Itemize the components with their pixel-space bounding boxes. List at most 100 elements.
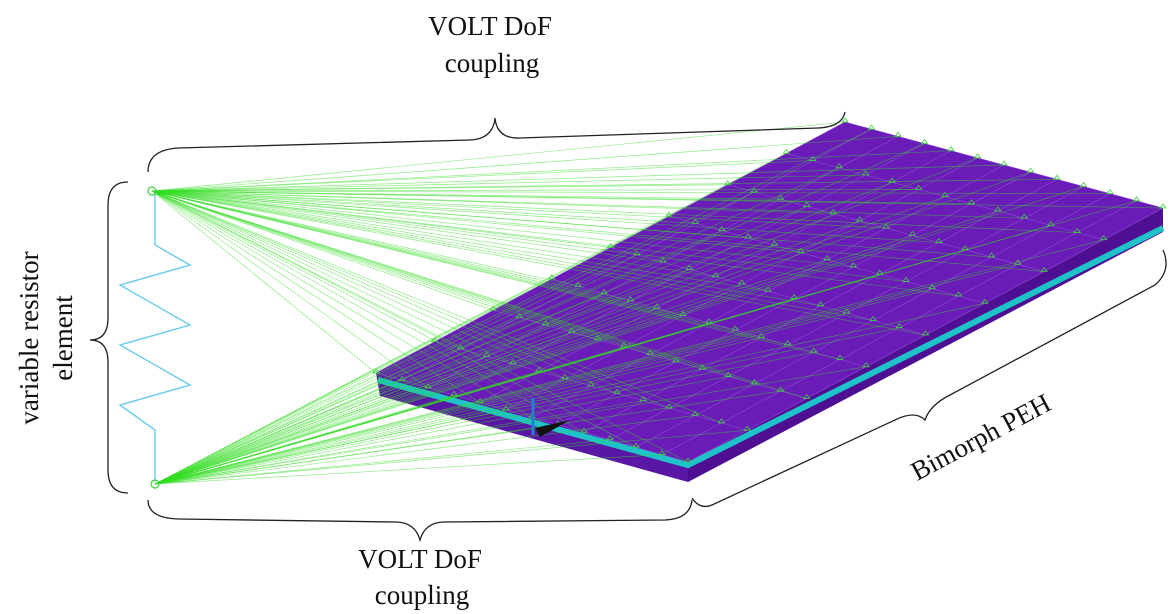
coupling-line <box>151 190 926 336</box>
node-marker <box>823 255 831 261</box>
variable-resistor-element <box>118 192 192 482</box>
node-marker <box>875 269 884 275</box>
node-marker <box>430 336 439 343</box>
top-coupling-label-line1: VOLT DoF <box>428 11 552 41</box>
coupling-line <box>154 439 611 485</box>
node-marker <box>941 191 949 197</box>
coupling-line <box>151 150 952 192</box>
right-bracket <box>691 249 1167 508</box>
coupling-line <box>151 190 696 224</box>
coupling-line <box>154 307 657 485</box>
node-marker <box>967 199 976 205</box>
node-marker <box>705 318 713 324</box>
node-marker <box>672 357 680 363</box>
node-marker <box>398 375 406 381</box>
volt-dof-coupling-lines <box>151 121 1164 485</box>
node-marker <box>659 257 667 263</box>
bottom-bracket <box>147 499 693 543</box>
node-marker <box>606 242 615 248</box>
node-marker <box>1046 220 1055 226</box>
node-marker <box>1079 181 1088 187</box>
node-marker <box>535 366 543 372</box>
node-marker <box>1000 160 1008 166</box>
coupling-line <box>154 244 775 485</box>
node-marker <box>1106 189 1114 195</box>
coupling-line <box>151 190 769 292</box>
node-marker <box>541 320 550 326</box>
node-marker <box>482 351 491 357</box>
node-marker <box>665 211 673 217</box>
coupling-line <box>154 302 985 485</box>
node-marker <box>920 138 929 144</box>
coupling-line <box>154 196 946 485</box>
plate-top-face <box>376 122 1163 462</box>
resistor-label-line1: variable resistor <box>14 251 44 424</box>
node-marker <box>855 216 864 222</box>
coupling-line <box>151 189 919 192</box>
node-marker <box>1053 174 1061 180</box>
coupling-line <box>151 190 801 253</box>
node-marker <box>921 330 930 336</box>
node-marker <box>646 349 654 355</box>
coupling-line <box>154 254 637 485</box>
coupling-line <box>151 190 579 287</box>
peh-label: Bimorph PEH <box>906 388 1056 487</box>
coupling-line <box>151 190 807 399</box>
coupling-line <box>151 190 533 418</box>
node-marker <box>954 291 963 297</box>
node-marker <box>869 315 877 321</box>
resistor-label-line2: element <box>48 295 78 381</box>
coupling-line <box>151 190 1164 209</box>
node-marker <box>882 223 890 229</box>
coupling-line <box>154 390 781 485</box>
node-marker <box>888 177 896 183</box>
coupling-line <box>154 351 814 485</box>
node-marker <box>783 340 792 346</box>
node-marker <box>973 153 982 159</box>
node-marker <box>574 281 582 287</box>
node-marker <box>895 323 904 329</box>
node-marker <box>743 425 752 431</box>
node-marker <box>861 170 870 176</box>
node-marker <box>580 427 588 433</box>
node-marker <box>600 288 609 294</box>
coupling-line <box>154 361 677 485</box>
node-marker <box>723 180 732 186</box>
top-node <box>147 186 157 196</box>
coordinate-triad <box>531 398 570 437</box>
top-bracket <box>147 111 846 173</box>
coupling-line <box>151 174 866 192</box>
node-marker <box>934 237 943 243</box>
node-marker <box>456 344 465 350</box>
node-marker <box>639 396 647 402</box>
coupling-line <box>151 190 1111 195</box>
node-marker <box>894 131 902 137</box>
node-marker <box>928 284 937 290</box>
coupling-line <box>151 190 821 307</box>
coupling-line <box>154 312 847 485</box>
bottom-coupling-label-line2: coupling <box>375 580 470 610</box>
node-marker <box>914 184 923 190</box>
node-marker <box>790 293 799 299</box>
coupling-line <box>151 190 598 340</box>
coupling-line <box>154 181 893 485</box>
coupling-line <box>154 283 742 485</box>
node-marker <box>587 381 595 387</box>
coupling-line <box>154 288 933 485</box>
node-marker <box>652 303 661 309</box>
node-marker <box>744 233 752 239</box>
coupling-line <box>151 190 670 409</box>
coupling-line <box>151 190 689 463</box>
node-marker <box>626 296 635 302</box>
node-marker <box>717 418 726 424</box>
coupling-line <box>151 135 899 192</box>
coupling-line <box>154 191 755 485</box>
coupling-line <box>151 190 992 258</box>
node-marker <box>770 240 779 246</box>
coupling-line <box>151 190 854 268</box>
node-marker <box>809 347 818 353</box>
coupling-line <box>151 190 906 282</box>
coupling-line <box>151 190 546 326</box>
coupling-line <box>151 121 846 192</box>
